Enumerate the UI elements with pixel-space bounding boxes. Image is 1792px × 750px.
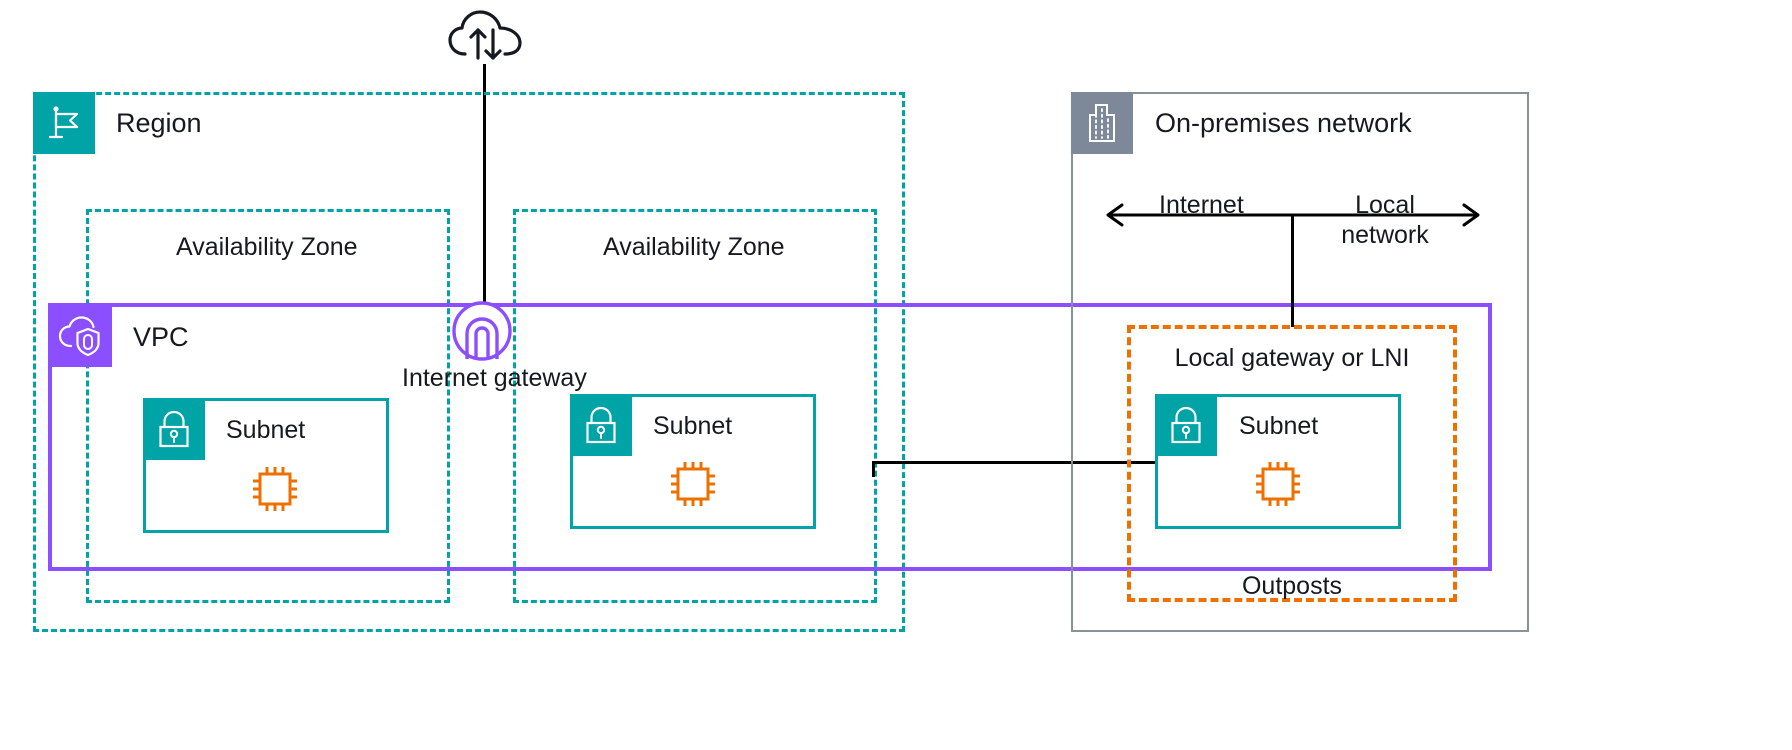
on-premises-boundary [1071,92,1529,632]
vpc-boundary-bottom [48,567,1492,571]
traffic-arrow-internet-label: Internet [1159,191,1244,219]
internet-gateway-icon [451,300,513,362]
region-label: Region [116,108,202,138]
region-boundary [33,92,905,632]
vpc-boundary-right [1488,303,1492,571]
subnet-to-outposts-connector-stub [872,461,875,477]
subnet-1-lock-icon [143,398,205,460]
outposts-boundary [1127,325,1457,602]
subnet-2-label: Subnet [653,412,733,440]
outposts-footer-label: Outposts [1241,572,1343,600]
internet-cloud-icon [447,8,523,64]
region-flag-icon [33,92,95,154]
subnet-3-ec2-instance-icon [1252,458,1304,510]
vpc-boundary-left [48,303,52,571]
on-premises-building-icon [1071,92,1133,154]
arrow-to-outposts-line [1291,215,1294,327]
availability-zone-2-label: Availability Zone [603,233,785,261]
traffic-arrow-local-label-line2: network [1341,221,1429,249]
local-gateway-label: Local gateway or LNI [1174,344,1410,372]
internet-gateway-label: Internet gateway [402,364,587,392]
cloud-to-igw-line [483,64,486,302]
subnet-2-ec2-instance-icon [667,458,719,510]
subnet-1-label: Subnet [226,416,306,444]
subnet-3-label: Subnet [1239,412,1319,440]
vpc-boundary-top [48,303,1492,307]
subnet-1-ec2-instance-icon [249,463,301,515]
traffic-arrow-local-label-line1: Local [1355,191,1415,219]
vpc-cloud-shield-icon [50,305,112,367]
availability-zone-2-boundary [513,209,877,603]
availability-zone-1-boundary [86,209,450,603]
on-premises-label: On-premises network [1155,108,1412,138]
subnet-to-outposts-connector [872,461,1182,464]
subnet-3-lock-icon [1155,394,1217,456]
subnet-2-lock-icon [570,394,632,456]
availability-zone-1-label: Availability Zone [176,233,358,261]
vpc-label: VPC [133,322,189,352]
